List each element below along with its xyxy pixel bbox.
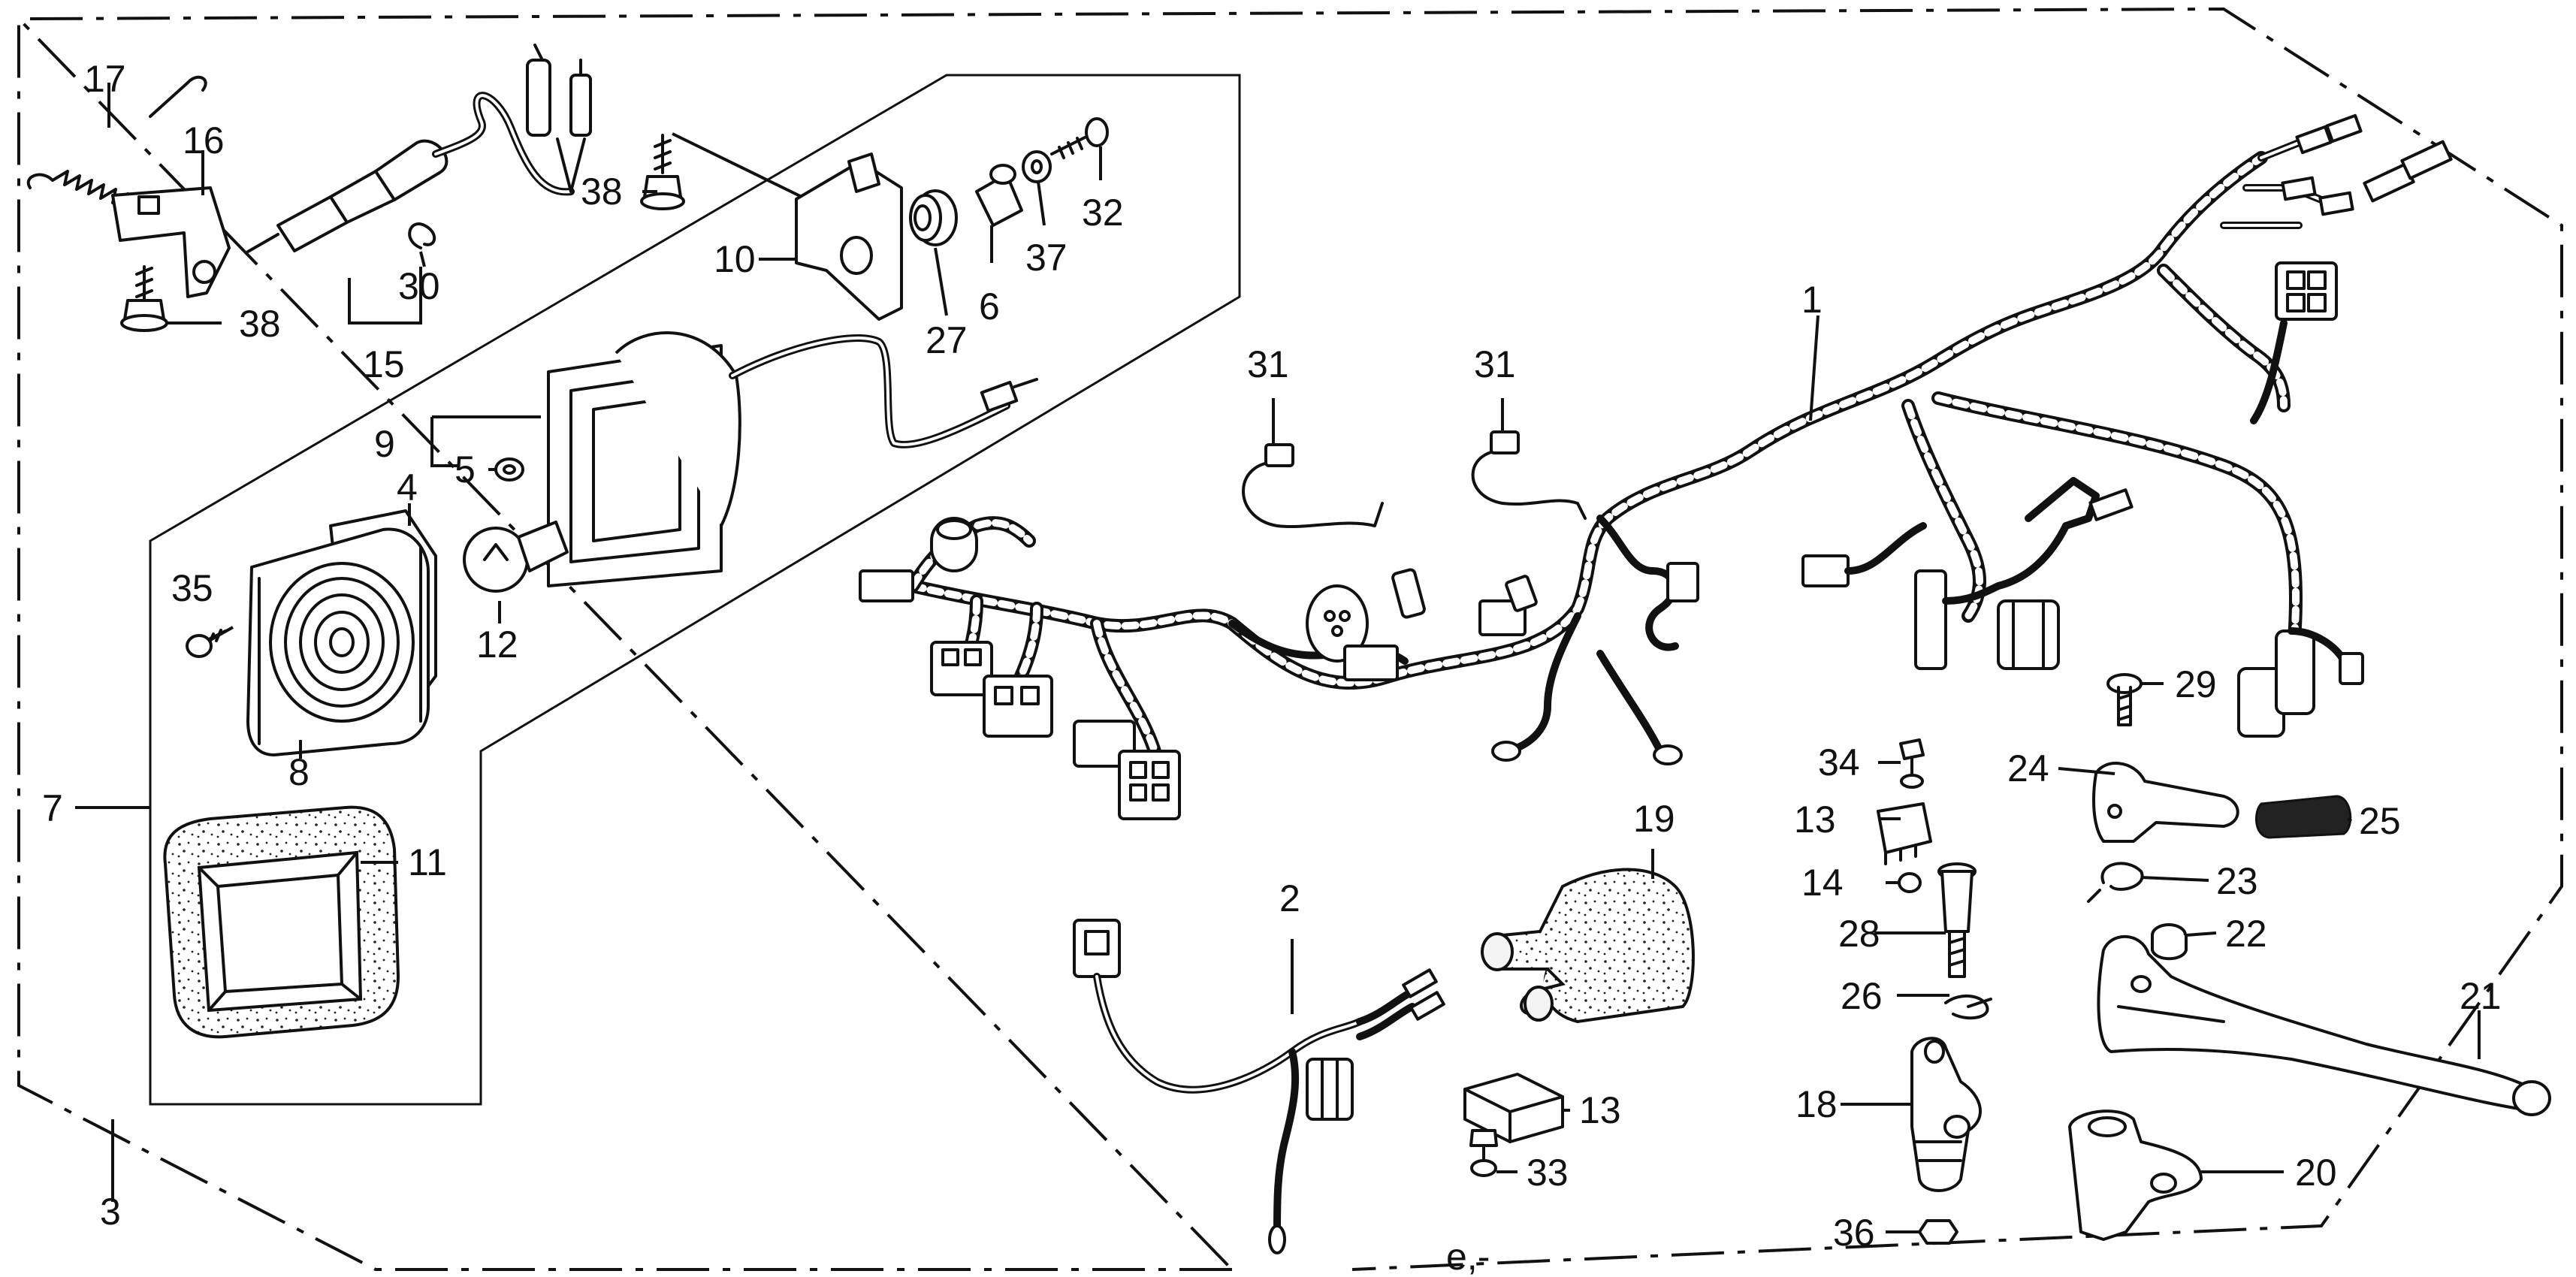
label-19: 19	[1633, 798, 1675, 840]
label-37: 37	[1025, 237, 1068, 279]
label-21: 21	[2460, 975, 2502, 1017]
label-6: 6	[979, 285, 1000, 328]
screw-33	[1469, 1129, 1498, 1177]
label-34: 34	[1818, 741, 1860, 783]
label-24: 24	[2007, 747, 2049, 789]
label-14: 14	[1801, 862, 1844, 904]
cover-25	[2254, 795, 2352, 839]
label-15: 15	[363, 343, 405, 385]
footer-code: e,-	[1446, 1236, 1490, 1277]
label-23: 23	[2216, 860, 2258, 902]
bolt-38-upper	[640, 132, 861, 227]
nut-36	[1918, 1219, 1958, 1245]
taillight-lens-8	[246, 527, 430, 756]
sub-harness-2	[1073, 919, 1445, 1254]
bolt-34	[1899, 738, 1925, 789]
lever-21	[2097, 934, 2551, 1116]
label-26: 26	[1841, 975, 1883, 1017]
label-38-upper: 38	[581, 171, 623, 213]
callout-labels: 1 2 3 4 5 6 7 8 9 10 11 12 13 13 14 15 1…	[42, 58, 2502, 1277]
bolt-32	[1050, 117, 1109, 159]
clamp-31-right	[1471, 430, 1587, 520]
bushing-22	[2151, 923, 2188, 961]
bulb-12	[463, 521, 569, 593]
screw-29	[2106, 673, 2143, 726]
label-4: 4	[397, 466, 418, 509]
bracket-10	[795, 152, 903, 321]
lever-bracket-20	[2068, 1109, 2203, 1241]
label-35: 35	[171, 567, 213, 609]
label-3: 3	[100, 1191, 121, 1233]
bolt-38-left	[120, 265, 168, 332]
label-27: 27	[926, 319, 968, 361]
assembly-boundary-7	[149, 74, 1241, 1106]
label-20: 20	[2295, 1152, 2337, 1194]
socket-5	[494, 457, 524, 482]
label-38-left: 38	[239, 303, 281, 345]
label-11: 11	[408, 841, 447, 883]
label-25: 25	[2359, 800, 2401, 842]
label-33: 33	[1527, 1152, 1569, 1194]
clamp-31-left	[1242, 443, 1384, 529]
clip-23	[2087, 862, 2144, 903]
label-10: 10	[714, 238, 756, 280]
pivot-bolt-28	[1937, 862, 1977, 978]
label-30: 30	[398, 265, 440, 307]
label-29: 29	[2175, 663, 2217, 705]
label-32: 32	[1082, 192, 1124, 234]
bracket-16	[111, 186, 231, 298]
label-36: 36	[1833, 1212, 1875, 1254]
label-22: 22	[2225, 913, 2267, 955]
lever-holder-24	[2092, 762, 2239, 843]
collar-6	[975, 164, 1023, 227]
grommet-27	[909, 189, 958, 246]
nut-14	[1898, 872, 1922, 893]
label-31-right: 31	[1474, 343, 1516, 385]
label-28: 28	[1838, 913, 1880, 955]
taillight-housing-9	[547, 331, 1038, 587]
wire-harness-1	[859, 113, 2453, 820]
lever-bracket-18	[1910, 1037, 1982, 1192]
assembly-boundary-3	[17, 7, 2563, 1271]
label-9: 9	[374, 423, 395, 465]
label-7: 7	[42, 787, 63, 829]
clip-30	[408, 222, 436, 249]
label-8: 8	[288, 751, 310, 793]
label-1: 1	[1801, 279, 1823, 321]
spring-26	[1944, 994, 1992, 1020]
label-31-left: 31	[1247, 343, 1289, 385]
label-5: 5	[454, 448, 476, 491]
label-13-upper: 13	[1794, 799, 1836, 841]
label-18: 18	[1795, 1083, 1838, 1125]
leader-lines	[75, 83, 2481, 1233]
label-2: 2	[1279, 877, 1300, 919]
washer-37	[1022, 150, 1052, 183]
stop-switch-15	[246, 44, 592, 253]
relay-13-upper	[1877, 802, 1932, 865]
label-12: 12	[476, 623, 518, 666]
cover-11	[163, 805, 400, 1039]
switch-13-lower	[1463, 1073, 1564, 1143]
switch-housing-19	[1481, 868, 1695, 1024]
label-17: 17	[84, 58, 126, 100]
label-16: 16	[183, 119, 225, 162]
label-13-lower: 13	[1579, 1089, 1621, 1131]
